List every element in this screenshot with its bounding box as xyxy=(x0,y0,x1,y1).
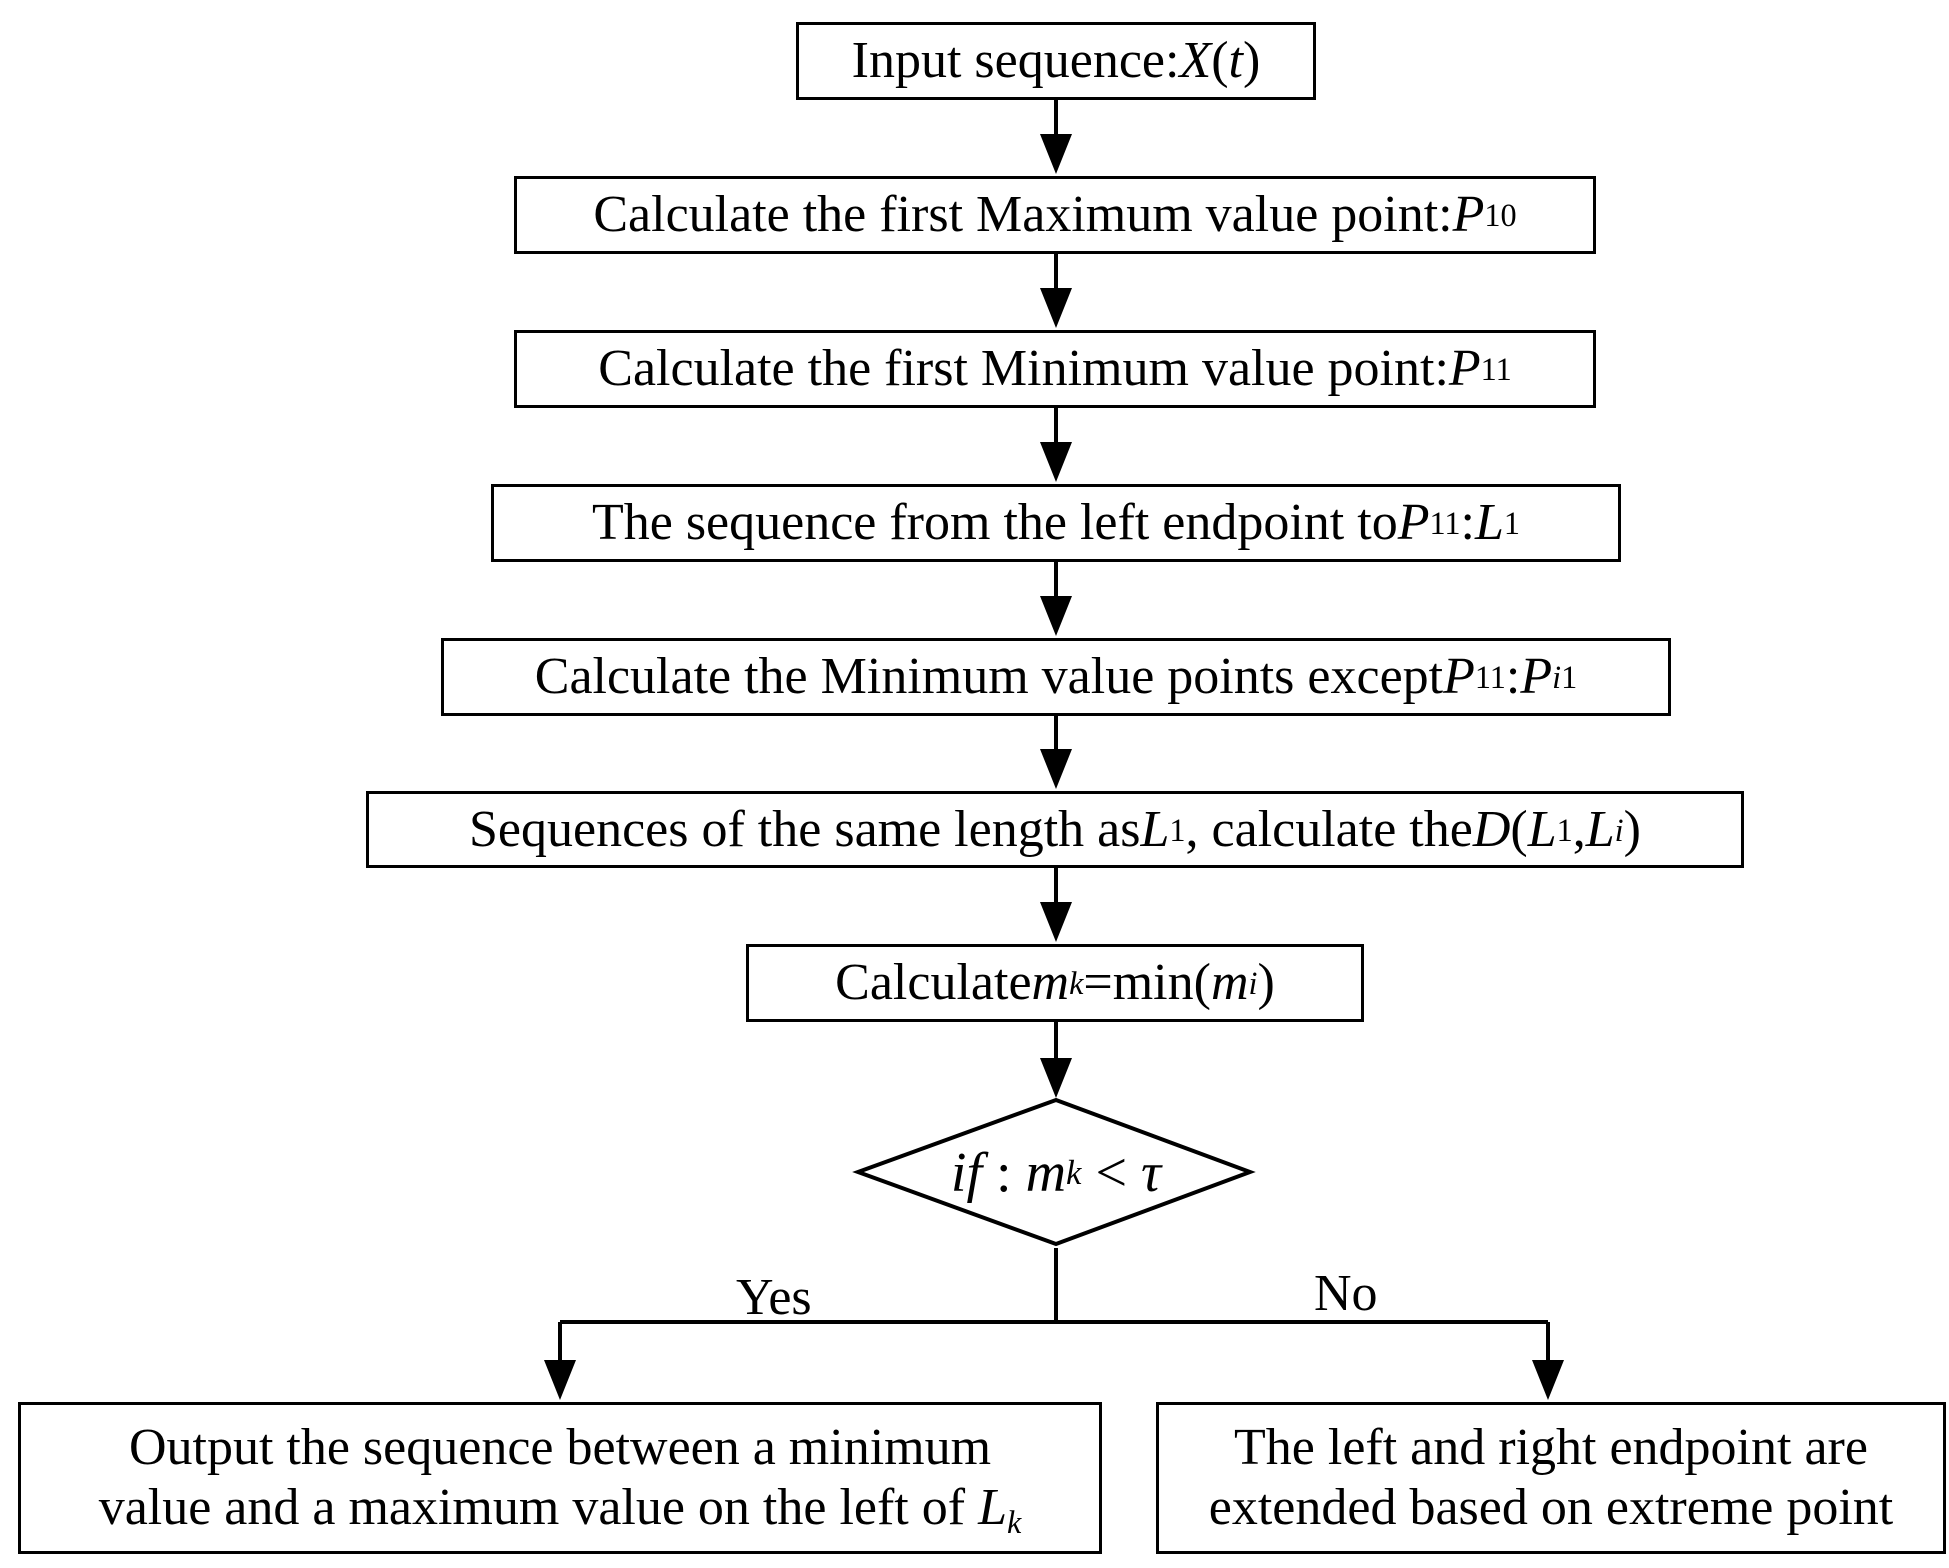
same-length-b: L xyxy=(1585,800,1615,858)
arrowhead xyxy=(1040,134,1072,174)
same-length-b-sub: i xyxy=(1614,811,1624,848)
output-no-box: The left and right endpoint are extended… xyxy=(1156,1402,1946,1554)
left-seq-label: The sequence from the left endpoint to xyxy=(591,494,1398,552)
min-points-label: Calculate the Minimum value points excep… xyxy=(534,648,1444,706)
branch-no-label: No xyxy=(1314,1265,1378,1322)
same-length-mid: , calculate the xyxy=(1185,800,1473,858)
min-point-box: Calculate the first Minimum value point:… xyxy=(514,330,1596,408)
paren-close: ) xyxy=(1243,32,1261,90)
same-length-close: ) xyxy=(1623,800,1641,858)
output-no-line1: The left and right endpoint are xyxy=(1234,1419,1868,1477)
same-length-open: ( xyxy=(1510,800,1528,858)
arrowhead xyxy=(1040,442,1072,482)
calc-mk-sub2: i xyxy=(1248,965,1258,1001)
same-length-label: Sequences of the same length as xyxy=(469,800,1141,858)
same-length-fn: D xyxy=(1472,800,1511,858)
paren-open: ( xyxy=(1211,32,1229,90)
output-no-line2: extended based on extreme point xyxy=(1208,1479,1894,1536)
input-sequence-box: Input sequence: X(t) xyxy=(796,22,1316,100)
decision-sub: k xyxy=(1066,1153,1082,1192)
left-seq-sep: : xyxy=(1460,494,1475,552)
arrowhead xyxy=(1040,749,1072,789)
input-label: Input sequence: xyxy=(851,32,1180,90)
decision-colon: : xyxy=(982,1142,1026,1204)
arrowhead xyxy=(1040,288,1072,328)
same-length-var: L xyxy=(1140,800,1170,858)
min-points-box: Calculate the Minimum value points excep… xyxy=(441,638,1671,716)
left-seq-var2: L xyxy=(1474,494,1504,552)
min-points-sub2-n: 1 xyxy=(1561,659,1578,695)
calc-mk-eq: =min( xyxy=(1083,954,1211,1012)
calc-mk-close: ) xyxy=(1257,954,1275,1012)
output-yes-box: Output the sequence between a minimum va… xyxy=(18,1402,1102,1554)
output-yes-var: L xyxy=(978,1479,1007,1536)
max-point-label: Calculate the first Maximum value point: xyxy=(593,186,1453,244)
decision-diamond xyxy=(852,1097,1256,1247)
min-point-label: Calculate the first Minimum value point: xyxy=(598,340,1449,398)
arrowhead xyxy=(1040,1058,1072,1098)
output-yes-sub: k xyxy=(1007,1504,1022,1541)
left-seq-var: P xyxy=(1397,494,1430,552)
output-yes-line2-text: value and a maximum value on the left of xyxy=(98,1479,979,1536)
decision-sym: τ xyxy=(1141,1142,1162,1204)
same-length-comma: , xyxy=(1572,800,1586,858)
calc-mk-var2: m xyxy=(1210,954,1249,1012)
min-points-sep: : xyxy=(1505,648,1521,706)
input-arg: t xyxy=(1228,32,1243,90)
output-yes-line1: Output the sequence between a minimum xyxy=(128,1419,992,1477)
arrowhead xyxy=(1532,1360,1564,1400)
calc-mk-sub: k xyxy=(1069,965,1084,1001)
arrowhead xyxy=(544,1360,576,1400)
decision-kw: if xyxy=(950,1142,983,1204)
min-points-var: P xyxy=(1443,648,1475,706)
max-point-box: Calculate the first Maximum value point:… xyxy=(514,176,1596,254)
input-var: X xyxy=(1179,32,1212,90)
arrowhead xyxy=(1040,596,1072,636)
branch-yes-label: Yes xyxy=(736,1269,812,1326)
calc-mk-var: m xyxy=(1031,954,1070,1012)
left-sequence-box: The sequence from the left endpoint to P… xyxy=(491,484,1621,562)
calc-mk-label: Calculate xyxy=(835,954,1032,1012)
min-points-sub2-i: i xyxy=(1552,659,1562,695)
decision-op: < xyxy=(1081,1142,1142,1204)
arrowhead xyxy=(1040,902,1072,942)
decision-var: m xyxy=(1025,1142,1067,1204)
min-points-var2: P xyxy=(1520,648,1553,706)
max-point-var: P xyxy=(1452,186,1485,244)
same-length-a: L xyxy=(1527,800,1557,858)
min-point-var: P xyxy=(1448,340,1481,398)
output-yes-line2: value and a maximum value on the left of… xyxy=(99,1478,1022,1538)
